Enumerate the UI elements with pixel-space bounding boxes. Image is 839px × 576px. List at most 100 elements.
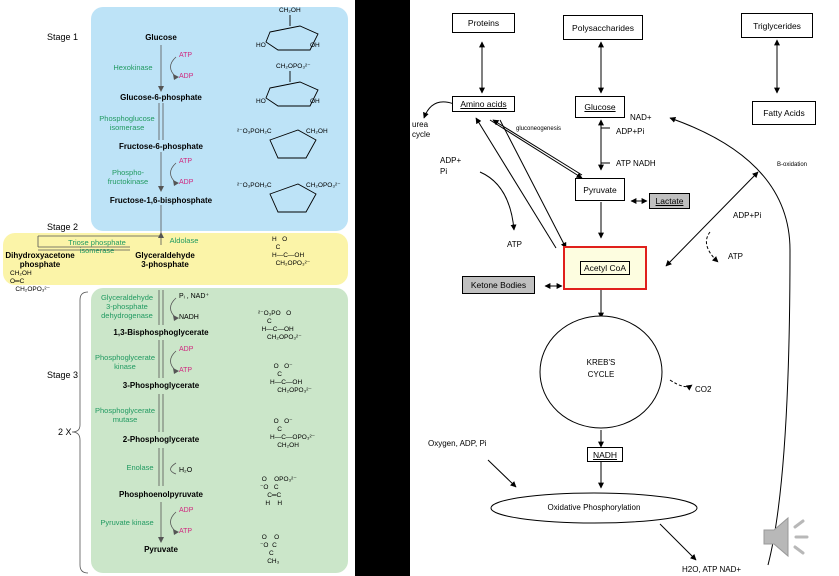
box-pyruvate[interactable]: Pyruvate: [575, 178, 625, 201]
stage3-label: Stage 3: [47, 370, 79, 380]
enzyme-pgk-2: kinase: [114, 362, 136, 371]
pyruvate-structure: O O ⁻O C C CH₃: [260, 534, 280, 565]
cofactor-adp-2: ADP: [179, 179, 194, 186]
two-x-label: 2 X: [58, 427, 72, 437]
enzyme-gapdh-1: Glyceraldehyde: [100, 293, 154, 302]
enzyme-hexokinase: Hexokinase: [113, 63, 153, 72]
f16bp-o3poh2c: ²⁻O₃POH₂C: [237, 182, 272, 189]
bpg-label: 1,3-Bisphosphoglycerate: [113, 328, 209, 337]
box-polysaccharides[interactable]: Polysaccharides: [563, 15, 643, 40]
label-urea: urea: [412, 120, 429, 129]
f16bp-ch2opo3: CH₂OPO₃²⁻: [306, 182, 341, 189]
label-oxygen-adp-pi: Oxygen, ADP, Pi: [428, 439, 487, 448]
box-glucose[interactable]: Glucose: [575, 96, 625, 118]
cofactor-h2o: H₂O: [179, 467, 193, 474]
box-ketone-bodies[interactable]: Ketone Bodies: [462, 276, 535, 294]
pg2-label: 2-Phosphoglycerate: [122, 435, 200, 444]
label-gluconeogenesis: gluconeogenesis: [516, 126, 562, 132]
cofactor-nadh: NADH: [179, 314, 199, 321]
label-h2o-atp-nad: H2O, ATP NAD+: [682, 565, 742, 574]
amino-acids-text: Amino acids: [460, 99, 507, 109]
cofactor-adp-1: ADP: [179, 73, 194, 80]
enzyme-pfk-2: fructokinase: [107, 177, 149, 186]
label-cycle: cycle: [412, 130, 431, 139]
label-atp-c: ATP: [728, 252, 743, 261]
enzyme-pgm-1: Phosphoglycerate: [94, 406, 156, 415]
box-nadh[interactable]: NADH: [587, 447, 623, 462]
box-triglycerides[interactable]: Triglycerides: [741, 13, 813, 38]
box-amino-acids[interactable]: Amino acids: [452, 96, 515, 112]
krebs-cycle-ellipse: [539, 315, 663, 429]
stage2-region: [3, 233, 348, 285]
gap-label-1: Glyceraldehyde: [135, 251, 195, 260]
enzyme-enolase: Enolase: [126, 463, 154, 472]
label-adp-pi-a: ADP+Pi: [616, 127, 645, 136]
enzyme-pgi-2: isomerase: [109, 123, 145, 132]
nadh-text: NADH: [592, 449, 618, 460]
cofactor-atp-4: ATP: [179, 528, 193, 535]
g6p-ho: HO: [256, 98, 266, 105]
label-b-oxidation: B-oxidation: [777, 162, 808, 168]
box-lactate[interactable]: Lactate: [649, 193, 690, 209]
dhap-label-1: Dihydroxyacetone: [5, 251, 75, 260]
pep-label: Phosphoenolpyruvate: [118, 490, 203, 499]
stage3-region: [91, 288, 348, 573]
pg3-structure: O O⁻ C H—C—OH CH₂OPO₃²⁻: [270, 363, 312, 394]
metabolism-arrows: [423, 39, 791, 566]
enzyme-pgk-1: Phosphoglycerate: [94, 353, 156, 362]
pyruvate-label: Pyruvate: [144, 545, 178, 554]
glucose-oh: OH: [310, 42, 320, 49]
g6p-label: Glucose-6-phosphate: [120, 93, 202, 102]
box-fatty-acids[interactable]: Fatty Acids: [752, 101, 816, 125]
g6p-ch2opo3: CH₂OPO₃²⁻: [276, 63, 311, 70]
enzyme-gapdh-3: dehydrogenase: [101, 311, 153, 320]
glucose-ho: HO: [256, 42, 266, 49]
oxphos-label: Oxidative Phosphorylation: [547, 503, 641, 512]
glucose-label: Glucose: [145, 33, 177, 42]
enzyme-pgi-1: Phosphoglucose: [99, 114, 155, 123]
lactate-text: Lactate: [655, 196, 684, 206]
f6p-label: Fructose-6-phosphate: [118, 142, 203, 151]
f16bp-label: Fructose-1,6-bisphosphate: [109, 196, 213, 205]
enzyme-tpi-2: isomerase: [79, 246, 115, 255]
cofactor-adp-3: ADP: [179, 346, 194, 353]
cofactor-atp-1: ATP: [179, 52, 193, 59]
enzyme-gapdh-2: 3-phosphate: [106, 302, 148, 311]
enzyme-aldolase: Aldolase: [169, 236, 199, 245]
label-adp-pi-c: ADP+Pi: [733, 211, 762, 220]
g6p-oh: OH: [310, 98, 320, 105]
f6p-o3poh2c: ²⁻O₃POH₂C: [237, 128, 272, 135]
box-acetyl-coa[interactable]: Acetyl CoA: [563, 246, 647, 290]
label-pi: Pi: [440, 167, 448, 176]
stage1-label: Stage 1: [47, 32, 79, 42]
label-nad-plus: NAD+: [630, 113, 652, 122]
label-atp-nadh: ATP NADH: [616, 159, 656, 168]
gap-structure: H O C H—C—OH CH₂OPO₃²⁻: [272, 236, 311, 267]
stage2-label: Stage 2: [47, 222, 79, 232]
oxphos-ellipse: [490, 492, 698, 524]
bpg-structure: ²⁻O₃PO O C H—C—OH CH₂OPO₃²⁻: [258, 310, 302, 341]
enzyme-pfk-1: Phospho-: [111, 168, 145, 177]
acetyl-coa-text: Acetyl CoA: [579, 261, 631, 275]
cofactor-atp-2: ATP: [179, 158, 193, 165]
cofactor-atp-3: ATP: [179, 367, 193, 374]
krebs-label-1: KREB'S: [586, 358, 616, 367]
dhap-structure: CH₂OH O═C CH₂OPO₃²⁻: [10, 270, 51, 293]
label-co2: CO2: [695, 385, 712, 394]
metabolism-overview-panel: Proteins Polysaccharides Triglycerides A…: [410, 0, 839, 576]
f6p-ch2oh: CH₂OH: [306, 128, 328, 135]
dhap-label-2: phosphate: [19, 260, 61, 269]
pep-structure: O OPO₃²⁻ ⁻O C C═C H H: [260, 476, 297, 507]
pg3-label: 3-Phosphoglycerate: [122, 381, 200, 390]
gap-label-2: 3-phosphate: [141, 260, 189, 269]
box-proteins[interactable]: Proteins: [452, 13, 515, 33]
speaker-volume-icon[interactable]: [758, 512, 814, 562]
pg2-structure: O O⁻ C H—C—OPO₃²⁻ CH₂OH: [270, 418, 316, 449]
cofactor-pi-nad: Pᵢ , NAD⁺: [179, 293, 210, 300]
glycolysis-panel: Stage 1 Stage 2 Stage 3 2 X Glucose Gluc…: [0, 0, 355, 576]
krebs-label-2: CYCLE: [587, 370, 615, 379]
speaker-glyph: [763, 516, 809, 558]
label-atp-b: ATP: [507, 240, 522, 249]
cofactor-adp-4: ADP: [179, 507, 194, 514]
enzyme-pgm-2: mutase: [112, 415, 138, 424]
